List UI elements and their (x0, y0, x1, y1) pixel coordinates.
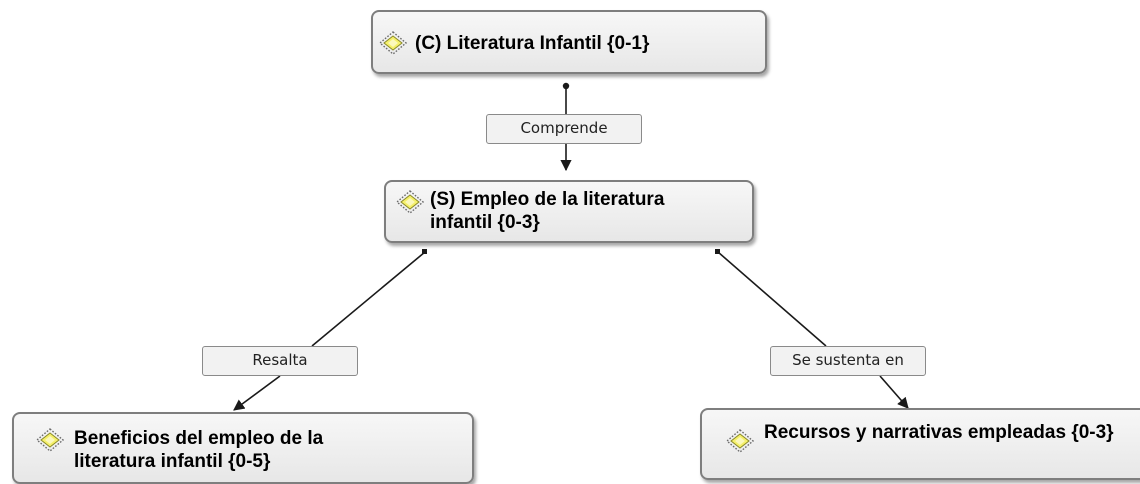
node-beneficios[interactable]: Beneficios del empleo de la literatura i… (12, 412, 474, 484)
connector-layer (233, 82, 909, 411)
node-label: Beneficios del empleo de la literatura i… (74, 428, 324, 472)
link-label-comprende[interactable]: Comprende (486, 114, 642, 144)
link-origin-dot (715, 249, 720, 254)
node-literatura-infantil[interactable]: (C) Literatura Infantil {0-1} (371, 10, 767, 74)
link-origin-dot (562, 82, 570, 90)
quotation-network-icon (396, 190, 424, 214)
node-label: (C) Literatura Infantil {0-1} (415, 33, 650, 54)
link-sustenta-connector (715, 249, 909, 409)
link-resalta-connector (233, 249, 427, 411)
link-origin-dot (422, 249, 427, 254)
link-label-se-sustenta-en[interactable]: Se sustenta en (770, 346, 926, 376)
quotation-network-icon (726, 429, 754, 453)
link-label-resalta[interactable]: Resalta (202, 346, 358, 376)
node-label: Recursos y narrativas empleadas {0-3} (764, 422, 1114, 443)
node-empleo-literatura[interactable]: (S) Empleo de la literatura infantil {0-… (384, 180, 754, 243)
quotation-network-icon (36, 428, 64, 452)
node-label: (S) Empleo de la literatura infantil {0-… (430, 189, 665, 233)
node-recursos-narrativas[interactable]: Recursos y narrativas empleadas {0-3} (700, 408, 1140, 480)
quotation-network-icon (379, 31, 407, 55)
link-comprende-connector (560, 82, 572, 172)
